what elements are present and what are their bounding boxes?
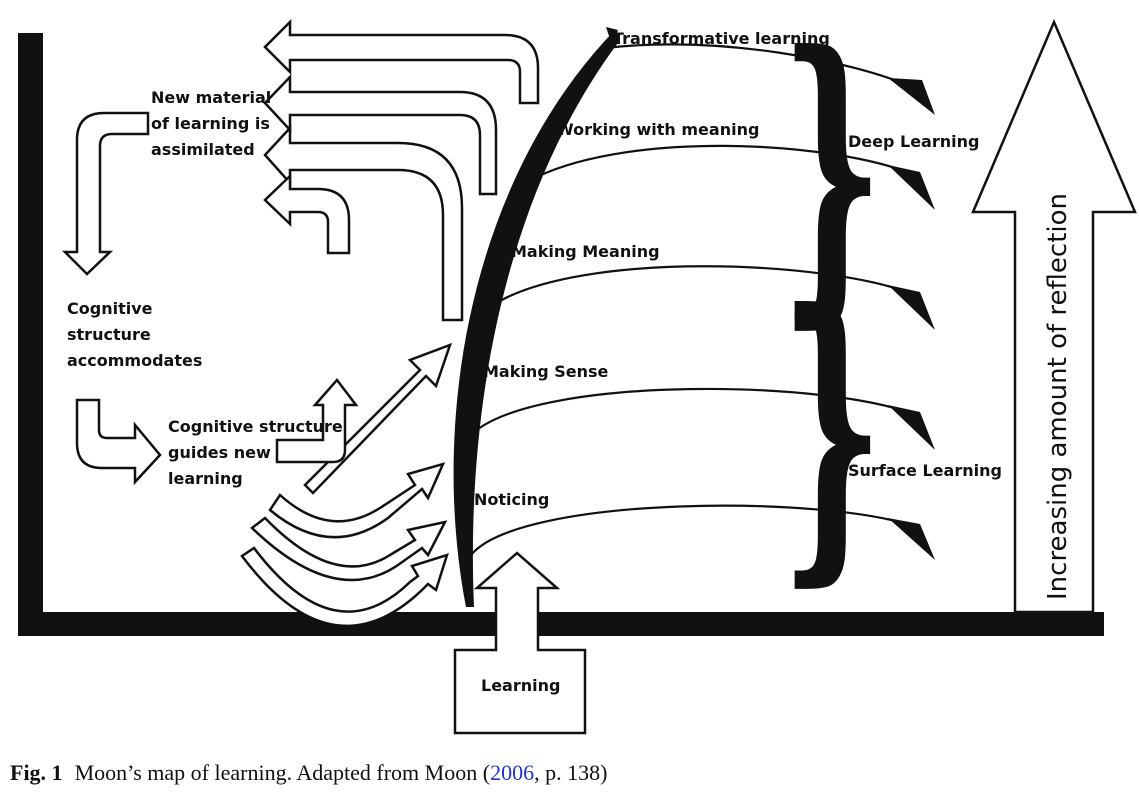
stage-label-working: Working with meaning (556, 120, 759, 139)
learning-label: Learning (481, 676, 560, 695)
deep-learning-label: Deep Learning (848, 132, 979, 151)
stage-label-making-sense: Making Sense (483, 362, 609, 381)
new-material-label: New material of learning is assimilated (151, 88, 277, 159)
reflection-arrow (971, 18, 1137, 614)
cognitive-accommodates-label: Cognitive structure accommodates (67, 299, 202, 370)
stage-label-transformative: Transformative learning (613, 29, 830, 48)
stage-label-noticing: Noticing (474, 490, 549, 509)
surface-learning-label: Surface Learning (848, 461, 1002, 480)
caption-text-before: Moon’s map of learning. Adapted from Moo… (74, 760, 491, 785)
figure-caption: Fig. 1 Moon’s map of learning. Adapted fr… (10, 760, 607, 786)
citation-year-link[interactable]: 2006 (490, 760, 535, 785)
learning-box (453, 551, 587, 735)
stage-label-making-meaning: Making Meaning (511, 242, 660, 261)
cognitive-guides-label: Cognitive structure guides new learning (168, 417, 348, 488)
figure-number: Fig. 1 (10, 760, 63, 785)
stage-arcs (470, 43, 935, 560)
arrowhead (888, 165, 935, 210)
cycle-arrows (61, 111, 162, 486)
moon-map-diagram: Increasing amount of reflection Learning… (18, 0, 1137, 735)
deep-learning-brace: } (780, 0, 884, 354)
caption-text-after: , p. 138) (534, 760, 608, 785)
incoming-arrows (240, 342, 453, 628)
arrowhead (888, 285, 935, 330)
floor-bar (18, 612, 1104, 636)
spine-tip-marker (606, 27, 618, 45)
outgoing-arrows (263, 18, 540, 322)
arrowhead (888, 405, 935, 450)
arrowhead (888, 518, 935, 560)
surface-learning-brace: } (780, 245, 884, 612)
arrowhead (888, 78, 935, 115)
learning-spine (453, 30, 620, 607)
left-wall (18, 33, 43, 635)
reflection-label: Increasing amount of reflection (1043, 193, 1073, 600)
